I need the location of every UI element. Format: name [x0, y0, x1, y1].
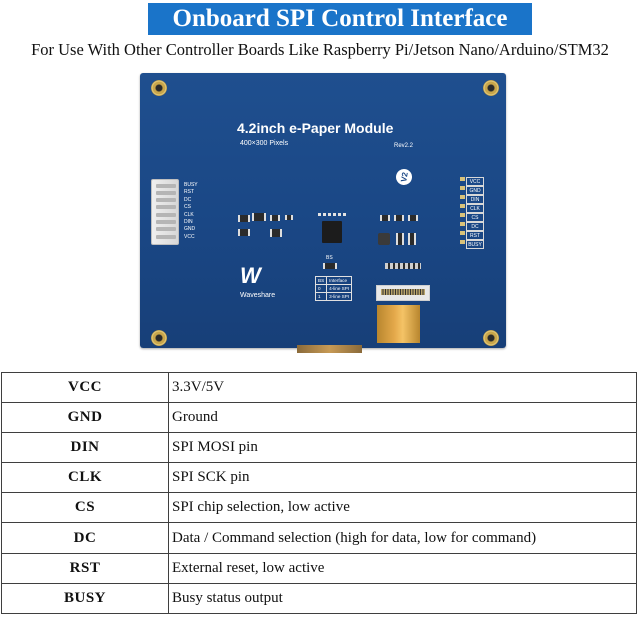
connector-pin-label: VCC [184, 233, 195, 240]
pin-name: GND [1, 402, 169, 434]
connector-pin-label: CLK [184, 211, 194, 218]
brand-name: Waveshare [240, 292, 276, 299]
header-pin-labels: VCC GND DIN CLK CS DC RST BUSY [466, 177, 488, 249]
smd-component [270, 229, 282, 237]
display-ribbon-cable [377, 305, 420, 343]
pin-name: CS [1, 492, 169, 524]
pin-name: CLK [1, 462, 169, 494]
pin-name: RST [1, 552, 169, 584]
pcb-board [140, 73, 506, 348]
bs-switch-label: BS [326, 255, 333, 261]
smd-component [408, 233, 416, 245]
header-pin-label: BUSY [466, 240, 484, 249]
bs-table-cell: 4-line SPI [326, 284, 353, 293]
smd-component [380, 215, 390, 221]
mounting-hole-top-right [483, 80, 499, 96]
page-title: Onboard SPI Control Interface [148, 3, 532, 35]
pin-description: External reset, low active [168, 552, 637, 584]
table-row: RST External reset, low active [1, 552, 637, 584]
smd-component [408, 215, 418, 221]
table-row: BUSY Busy status output [1, 582, 637, 614]
bs-table-cell: 1 [314, 292, 328, 301]
table-row: DC Data / Command selection (high for da… [1, 522, 637, 554]
header-pin-label: CLK [466, 204, 484, 213]
bs-table-cell: 3-line SPI [326, 292, 353, 301]
mounting-hole-bottom-left [151, 330, 167, 346]
pin-description: Busy status output [168, 582, 637, 614]
board-resolution: 400×300 Pixels [240, 140, 289, 147]
header-pin-label: VCC [466, 177, 484, 186]
smd-component [394, 215, 404, 221]
smd-component [396, 233, 404, 245]
pin-name: BUSY [1, 582, 169, 614]
resistor-array [385, 263, 421, 269]
pin-name: DIN [1, 432, 169, 464]
connector-pin-label: DIN [184, 219, 193, 226]
pin-description: SPI MOSI pin [168, 432, 637, 464]
pin-description: SPI SCK pin [168, 462, 637, 494]
fpc-connector [376, 285, 430, 301]
table-row: VCC 3.3V/5V [1, 371, 637, 404]
table-row: GND Ground [1, 402, 637, 434]
connector-pin-label: RST [184, 189, 194, 196]
bs-table-cell: 0 [314, 284, 328, 293]
driver-ic-chip [322, 221, 342, 243]
board-bottom-tab [297, 345, 362, 353]
table-row: CS SPI chip selection, low active [1, 492, 637, 524]
pin-description: 3.3V/5V [168, 371, 637, 404]
header-pin-label: DIN [466, 195, 484, 204]
mounting-hole-top-left [151, 80, 167, 96]
bs-table-cell: Interface [326, 276, 353, 285]
connector-pin-label: BUSY [184, 182, 198, 188]
connector-pin-label: GND [184, 226, 196, 233]
header-pin-label: CS [466, 213, 484, 222]
table-row: DIN SPI MOSI pin [1, 432, 637, 464]
mounting-hole-bottom-right [483, 330, 499, 346]
connector-pin-label: CS [184, 204, 191, 211]
header-pin-label: DC [466, 222, 484, 231]
pin-name: DC [1, 522, 169, 554]
pin-description: Ground [168, 402, 637, 434]
table-row: CLK SPI SCK pin [1, 462, 637, 494]
waveshare-logo-icon: W [240, 263, 261, 288]
pin-name: VCC [1, 371, 169, 404]
inductor [378, 233, 390, 245]
bs-interface-table: BS Interface 0 4-line SPI 1 3-line SPI [314, 276, 353, 301]
connector-pin-labels: BUSY RST DC CS CLK DIN GND VCC [184, 182, 198, 241]
smd-component [238, 229, 250, 236]
smd-component [238, 215, 250, 222]
board-revision: Rev2.2 [394, 143, 414, 149]
header-pins [460, 177, 465, 249]
pin-description-table: VCC 3.3V/5V GND Ground DIN SPI MOSI pin … [1, 371, 637, 614]
board-model-title: 4.2inch e-Paper Module [237, 120, 394, 136]
page-subtitle: For Use With Other Controller Boards Lik… [31, 40, 609, 59]
epaper-board-image: 4.2inch e-Paper Module 400×300 Pixels Re… [140, 73, 506, 358]
smd-component [285, 215, 293, 220]
connector-pin-label: DC [184, 196, 192, 203]
chip-pads [318, 213, 346, 216]
smd-component [252, 213, 266, 221]
bs-switch-icon [323, 263, 337, 269]
header-pin-label: GND [466, 186, 484, 195]
smd-component [270, 215, 280, 221]
pin-description: Data / Command selection (high for data,… [168, 522, 637, 554]
pin-description: SPI chip selection, low active [168, 492, 637, 524]
bs-table-cell: BS [314, 276, 328, 285]
pin-connector [151, 179, 179, 245]
header-pin-label: RST [466, 231, 484, 240]
